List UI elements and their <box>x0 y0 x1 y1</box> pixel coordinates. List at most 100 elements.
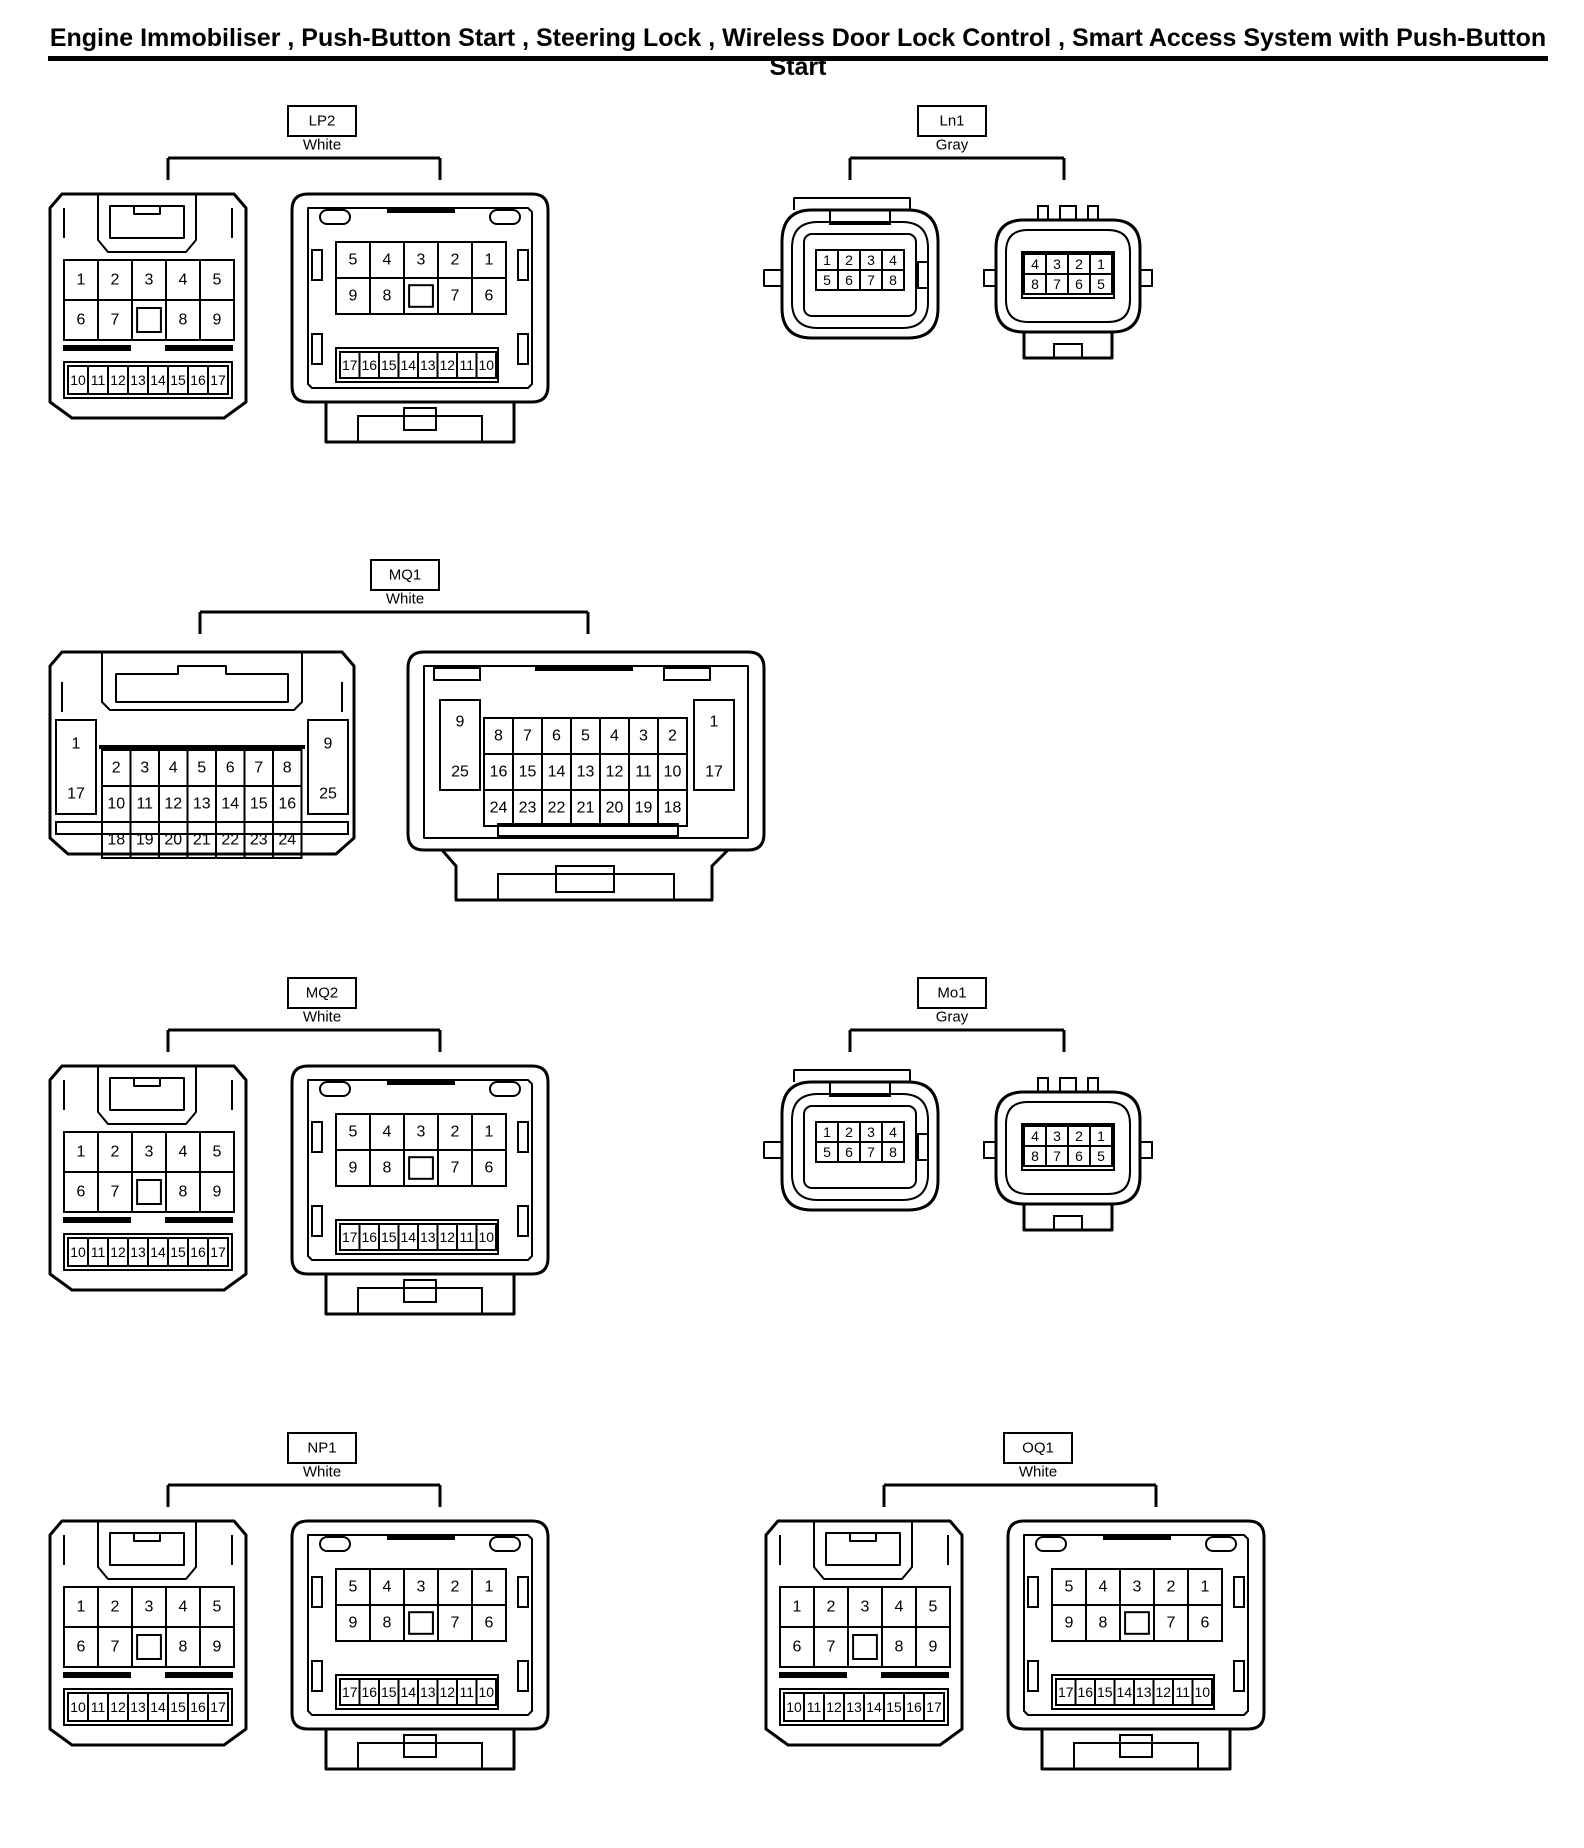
pin-number: 11 <box>91 1699 106 1715</box>
pin-number: 4 <box>895 1599 904 1616</box>
housing-latch <box>793 1069 911 1082</box>
pin-number: 2 <box>668 728 677 745</box>
pin-number: 10 <box>786 1699 802 1715</box>
side-lug <box>983 1141 997 1159</box>
pin-number: 1 <box>1201 1579 1210 1596</box>
pin-number: 5 <box>213 1599 222 1616</box>
pin-number: 8 <box>179 1639 188 1656</box>
housing-inner <box>307 1534 533 1716</box>
latch-post <box>1037 205 1049 221</box>
side-rib <box>517 1660 529 1692</box>
side-rib <box>311 249 323 281</box>
pin-number: 11 <box>459 1229 474 1245</box>
lock-tab <box>403 407 437 431</box>
pin-number: 4 <box>179 1599 188 1616</box>
pin-number: 14 <box>221 796 239 813</box>
pin-number: 6 <box>552 728 561 745</box>
pin-number: 4 <box>889 1124 897 1140</box>
pin-number: 6 <box>845 272 853 288</box>
pin-number: 8 <box>283 760 292 777</box>
pin-number: 5 <box>213 1144 222 1161</box>
pin-number: 10 <box>664 764 682 781</box>
divider-bar <box>165 345 233 351</box>
pin-number: 7 <box>1053 1148 1061 1164</box>
pin-number: 8 <box>383 1615 392 1632</box>
pin-number: 10 <box>478 1684 494 1700</box>
pin-number: 22 <box>221 832 239 849</box>
connector-color: White <box>1019 1464 1057 1481</box>
housing-outline <box>994 218 1142 334</box>
pin-number: 16 <box>906 1699 922 1715</box>
pin-number: 1 <box>1097 256 1105 272</box>
pin-number: 13 <box>193 796 211 813</box>
pin-number: 8 <box>889 1144 897 1160</box>
pin-number: 21 <box>577 800 595 817</box>
side-rib <box>517 1576 529 1608</box>
pin-number: 16 <box>361 1684 377 1700</box>
pin-number: 8 <box>179 1184 188 1201</box>
pin-number: 4 <box>1099 1579 1108 1596</box>
side-lug <box>763 269 782 287</box>
pin-number: 14 <box>150 1699 166 1715</box>
pin-number: 10 <box>70 372 86 388</box>
pin-number: 14 <box>400 357 416 373</box>
key-slot <box>408 1156 434 1180</box>
pin-cell <box>657 789 688 827</box>
pin-number: 8 <box>383 288 392 305</box>
pin-number: 15 <box>170 1244 186 1260</box>
side-block <box>693 699 735 791</box>
lock-tab <box>1053 343 1083 359</box>
pin-number: 3 <box>145 1599 154 1616</box>
pin-number: 4 <box>1031 256 1039 272</box>
pin-number: 7 <box>111 1639 120 1656</box>
pin-number: 17 <box>342 1229 358 1245</box>
latch-slot <box>1205 1536 1237 1552</box>
lock-tab <box>1053 1215 1083 1231</box>
lock-tab <box>555 865 615 893</box>
housing-outline <box>406 650 766 852</box>
key-slot <box>852 1634 878 1660</box>
connector-color: Gray <box>936 137 969 154</box>
side-lug <box>763 1141 782 1159</box>
housing-latch <box>109 205 185 239</box>
key-slot <box>136 307 162 333</box>
pin-number: 6 <box>793 1639 802 1656</box>
pin-number: 9 <box>349 1615 358 1632</box>
pin-block <box>335 1219 499 1255</box>
key-slot <box>136 1179 162 1205</box>
side-rib <box>311 333 323 365</box>
latch-slot <box>663 667 711 681</box>
pin-number: 4 <box>889 252 897 268</box>
side-rib <box>917 261 929 289</box>
latch-slot <box>319 1081 351 1097</box>
side-rib <box>517 333 529 365</box>
connector-id-box <box>287 105 357 137</box>
connector-id-box <box>287 977 357 1009</box>
pin-number: 14 <box>150 372 166 388</box>
pin-number: 19 <box>136 832 154 849</box>
latch-slot <box>319 209 351 225</box>
pin-number: 11 <box>1175 1684 1190 1700</box>
pin-number: 3 <box>867 252 875 268</box>
housing-inner <box>791 1093 929 1201</box>
housing-inner <box>791 221 929 329</box>
side-lug <box>1139 1141 1153 1159</box>
pin-number: 1 <box>77 272 86 289</box>
pin-number: 12 <box>606 764 624 781</box>
pin-number: 4 <box>610 728 619 745</box>
pin-number: 9 <box>929 1639 938 1656</box>
pin-number: 1 <box>77 1599 86 1616</box>
pin-number: 4 <box>1031 1128 1039 1144</box>
connector-id-box <box>917 105 987 137</box>
pin-block <box>1051 1674 1215 1710</box>
pin-number: 25 <box>451 764 469 781</box>
side-rib <box>517 1121 529 1153</box>
side-lug <box>983 269 997 287</box>
